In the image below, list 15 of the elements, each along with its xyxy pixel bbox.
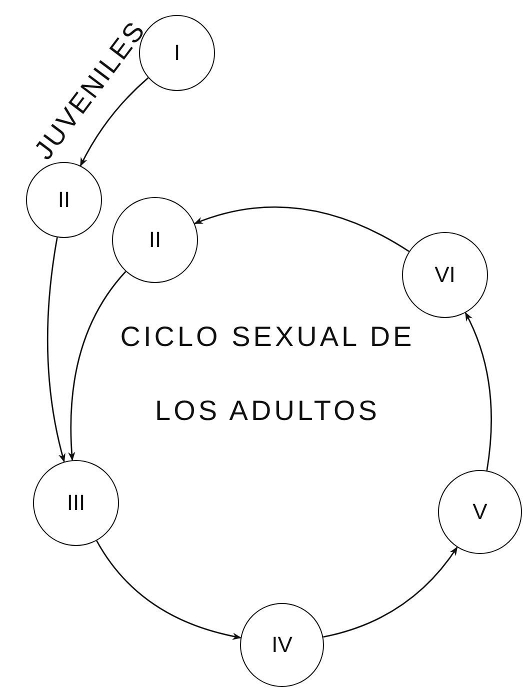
stage-numeral: VI (434, 262, 456, 288)
arrow (464, 312, 492, 471)
arrow (323, 546, 458, 638)
stage-numeral: I (174, 40, 180, 66)
stage-numeral: IV (272, 632, 292, 658)
stage-numeral: V (472, 499, 488, 525)
arrow (68, 271, 126, 462)
stage-numeral: II (148, 227, 162, 253)
arrow (96, 540, 242, 640)
arrow (80, 77, 149, 167)
arrow (46, 237, 66, 463)
stage-numeral: II (58, 187, 70, 213)
arrow (194, 206, 410, 252)
stage-numeral: III (66, 490, 86, 516)
cycle-title: CICLO SEXUAL DE LOS ADULTOS (119, 320, 416, 428)
